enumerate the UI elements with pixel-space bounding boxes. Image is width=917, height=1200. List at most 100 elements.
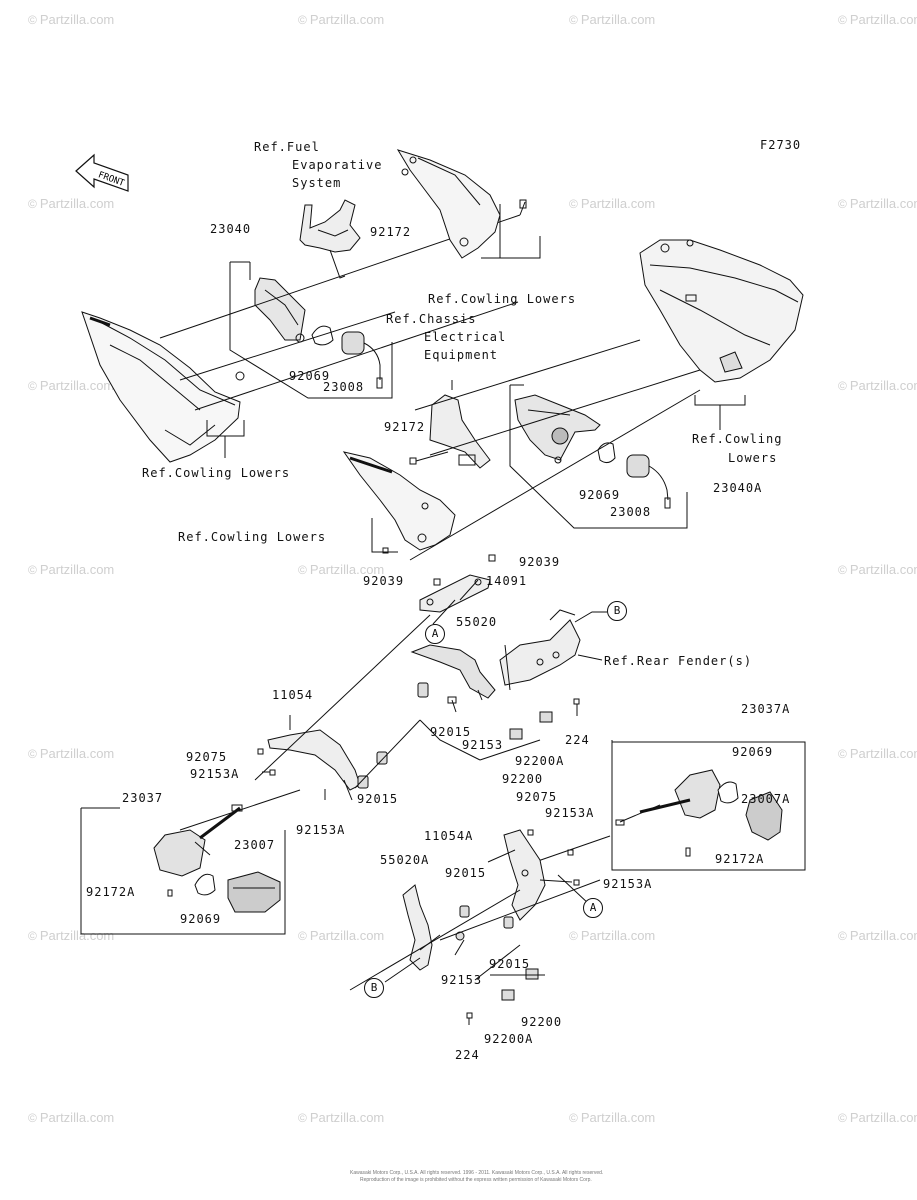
callout-b: B [607, 601, 627, 621]
part-number: 92172A [715, 852, 765, 866]
part-number: 23007 [234, 838, 276, 852]
watermark: ©Partzilla.com [28, 1110, 115, 1125]
watermark: ©Partzilla.com [569, 1110, 656, 1125]
ref-fuel-label: System [292, 176, 342, 190]
part-number: 23008 [323, 380, 365, 394]
part-number: 23037 [122, 791, 164, 805]
rear-fender-stay [499, 609, 581, 691]
front-direction-arrow: FRONT [75, 153, 129, 192]
watermark: ©Partzilla.com [569, 12, 656, 27]
bracket-55020a [402, 884, 441, 971]
watermark: ©Partzilla.com [838, 1110, 917, 1125]
part-number: 92015 [357, 792, 399, 806]
part-number: 23008 [610, 505, 652, 519]
ref-chassis-label: Ref.Chassis [386, 312, 477, 326]
part-number: 224 [565, 733, 590, 747]
part-number: 23007A [741, 792, 791, 806]
callout-b: B [364, 978, 384, 998]
watermark: ©Partzilla.com [569, 196, 656, 211]
part-number: 55020A [380, 853, 430, 867]
copyright-line: Reproduction of the image is prohibited … [360, 1177, 592, 1183]
part-number: 224 [455, 1048, 480, 1062]
bracket-11054 [267, 729, 361, 801]
part-number: 92039 [519, 555, 561, 569]
ref-cowling-label: Lowers [728, 451, 778, 465]
part-number: 14091 [486, 574, 528, 588]
watermark: ©Partzilla.com [838, 746, 917, 761]
part-number: 23040A [713, 481, 763, 495]
part-number: 11054 [272, 688, 314, 702]
part-number: 92015 [430, 725, 472, 739]
ref-chassis-label: Electrical [424, 330, 507, 344]
left-bulb-92069-lower [194, 873, 216, 896]
bracket-55020 [410, 644, 496, 701]
ref-fuel-label: Ref.Fuel [254, 140, 320, 154]
left-bulb-92069 [311, 325, 334, 346]
watermark: ©Partzilla.com [28, 378, 115, 393]
watermark: ©Partzilla.com [28, 562, 115, 577]
watermark: ©Partzilla.com [28, 928, 115, 943]
part-number: 92153 [462, 738, 504, 752]
ref-fuel-label: Evaporative [292, 158, 383, 172]
callout-a: A [425, 624, 445, 644]
part-number: 92015 [489, 957, 531, 971]
part-number: 92172 [370, 225, 412, 239]
watermark: ©Partzilla.com [28, 746, 115, 761]
part-number: 23037A [741, 702, 791, 716]
part-number: 92069 [289, 369, 331, 383]
part-number: 92075 [186, 750, 228, 764]
watermark: ©Partzilla.com [569, 928, 656, 943]
fuel-system-bracket [299, 199, 361, 279]
left-lens-23007 [227, 871, 281, 913]
part-number: 92153A [603, 877, 653, 891]
part-number: 92172A [86, 885, 136, 899]
diagram-code: F2730 [760, 138, 802, 152]
right-socket-23008 [626, 454, 671, 509]
right-bulb-92069 [597, 442, 616, 464]
right-lens-23007a [745, 791, 783, 841]
ref-cowling-label: Ref.Cowling Lowers [428, 292, 577, 306]
watermark: ©Partzilla.com [298, 928, 385, 943]
ref-rear-fender-label: Ref.Rear Fender(s) [604, 654, 753, 668]
watermark: ©Partzilla.com [838, 928, 917, 943]
left-rear-turn-signal-23037 [153, 804, 243, 877]
part-number: 92200A [484, 1032, 534, 1046]
callout-a: A [583, 898, 603, 918]
right-rear-turn-signal-23037a [615, 769, 721, 826]
part-number: 92200 [521, 1015, 563, 1029]
part-number: 92069 [180, 912, 222, 926]
left-socket-23008 [341, 331, 383, 389]
ref-cowling-label: Ref.Cowling Lowers [178, 530, 327, 544]
watermark: ©Partzilla.com [298, 12, 385, 27]
right-turn-signal-housing [514, 394, 601, 464]
watermark: ©Partzilla.com [28, 196, 115, 211]
ref-cowling-label: Ref.Cowling Lowers [142, 466, 291, 480]
part-number: 11054A [424, 829, 474, 843]
middle-cowl-panel [342, 451, 456, 551]
part-number: 92039 [363, 574, 405, 588]
part-number: 92200A [515, 754, 565, 768]
watermark: ©Partzilla.com [298, 1110, 385, 1125]
part-number: 23040 [210, 222, 252, 236]
bracket-11054a [503, 829, 546, 921]
watermark: ©Partzilla.com [838, 562, 917, 577]
ref-cowling-label: Ref.Cowling [692, 432, 783, 446]
ref-chassis-label: Equipment [424, 348, 499, 362]
watermark: ©Partzilla.com [838, 196, 917, 211]
part-number: 92015 [445, 866, 487, 880]
part-number: 92153A [296, 823, 346, 837]
part-number: 92153A [545, 806, 595, 820]
watermark: ©Partzilla.com [28, 12, 115, 27]
part-number: 92153 [441, 973, 483, 987]
upper-cowl-panel [396, 149, 501, 259]
bracket-14091 [419, 574, 491, 613]
part-number: 92153A [190, 767, 240, 781]
right-bulb-92069-lower [717, 781, 739, 804]
watermark: ©Partzilla.com [298, 562, 385, 577]
part-number: 55020 [456, 615, 498, 629]
watermark: ©Partzilla.com [838, 378, 917, 393]
copyright-line: Kawasaki Motors Corp., U.S.A. All rights… [350, 1170, 604, 1176]
part-number: 92069 [579, 488, 621, 502]
